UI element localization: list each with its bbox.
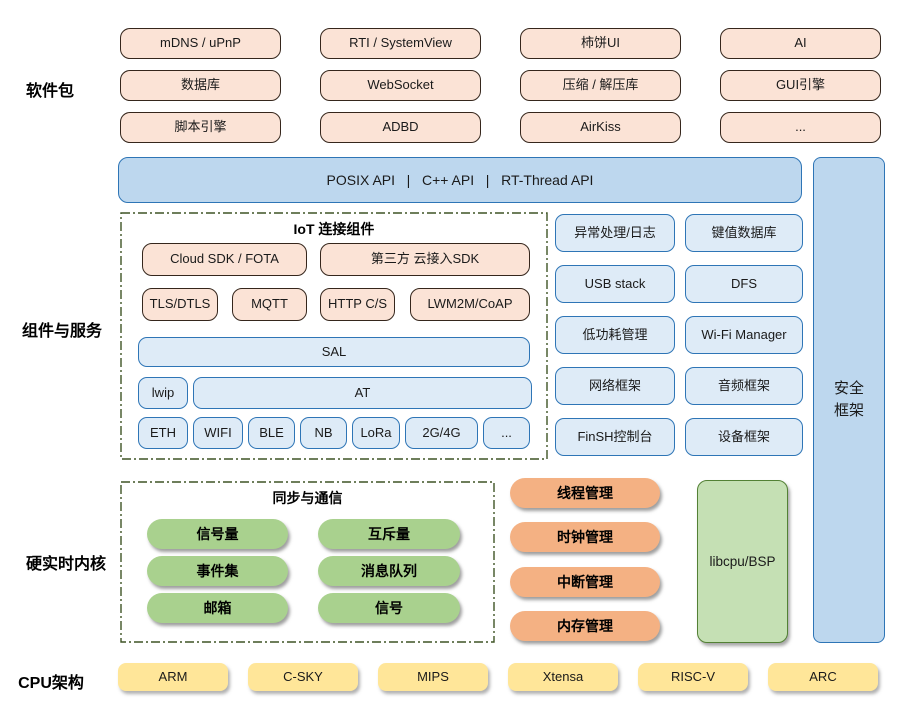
link-box: NB (300, 417, 347, 449)
link-box: ... (483, 417, 530, 449)
kernel-pill: 内存管理 (510, 610, 660, 641)
protocol-box: MQTT (232, 288, 307, 321)
security-bar-line1: 安全 (833, 379, 864, 397)
iot-components-box: IoT 连接组件 Cloud SDK / FOTA 第三方 云接入SDK TLS… (120, 212, 548, 460)
software-packages-grid: mDNS / uPnP RTI / SystemView 柿饼UI AI 数据库… (120, 28, 881, 143)
cpu-arch-box: ARC (768, 663, 878, 691)
service-box: 低功耗管理 (555, 316, 675, 354)
api-band: POSIX API | C++ API | RT-Thread API (118, 157, 802, 203)
cpu-arch-row: ARM C-SKY MIPS Xtensa RISC-V ARC (118, 663, 878, 691)
sal-box: SAL (138, 337, 530, 367)
service-box: 网络框架 (555, 367, 675, 405)
section-label-kernel: 硬实时内核 (25, 556, 106, 573)
sync-pill: 邮箱 (147, 593, 288, 623)
service-box: FinSH控制台 (555, 418, 675, 456)
security-framework-bar: 安全 框架 (813, 157, 885, 643)
package-box: 数据库 (120, 70, 281, 101)
service-box: 异常处理/日志 (555, 214, 675, 252)
sync-pill: 信号 (318, 593, 460, 623)
cpu-arch-box: C-SKY (248, 663, 358, 691)
sync-pill: 消息队列 (318, 556, 460, 586)
package-box: 压缩 / 解压库 (520, 70, 681, 101)
sync-pill: 互斥量 (318, 519, 460, 549)
package-box: 脚本引擎 (120, 112, 281, 143)
kernel-pill: 中断管理 (510, 566, 660, 597)
kernel-pill: 时钟管理 (510, 522, 660, 553)
sync-pill: 信号量 (147, 519, 288, 549)
package-box: RTI / SystemView (320, 28, 481, 59)
link-box: ETH (138, 417, 188, 449)
security-bar-line2: 框架 (833, 402, 864, 419)
package-box: AirKiss (520, 112, 681, 143)
at-box: AT (193, 377, 532, 409)
kernel-management-column: 线程管理 时钟管理 中断管理 内存管理 (510, 478, 660, 641)
section-label-components: 组件与服务 (21, 323, 102, 340)
service-box: Wi-Fi Manager (685, 316, 803, 354)
sync-pill: 事件集 (147, 556, 288, 586)
link-box: WIFI (193, 417, 243, 449)
package-box: AI (720, 28, 881, 59)
link-box: 2G/4G (405, 417, 478, 449)
service-box: 音频框架 (685, 367, 803, 405)
cpu-arch-box: ARM (118, 663, 228, 691)
cpu-arch-box: RISC-V (638, 663, 748, 691)
package-box: GUI引擎 (720, 70, 881, 101)
package-box: ADBD (320, 112, 481, 143)
package-box: WebSocket (320, 70, 481, 101)
third-party-sdk-box: 第三方 云接入SDK (320, 243, 530, 276)
sync-communication-box: 同步与通信 信号量 互斥量 事件集 消息队列 邮箱 信号 (120, 481, 495, 643)
sync-box-title: 同步与通信 (272, 490, 343, 506)
package-box: 柿饼UI (520, 28, 681, 59)
protocol-box: LWM2M/CoAP (410, 288, 530, 321)
link-box: BLE (248, 417, 295, 449)
section-label-cpu: CPU架构 (18, 675, 84, 692)
lwip-box: lwip (138, 377, 188, 409)
section-label-packages: 软件包 (25, 83, 74, 100)
service-box: 设备框架 (685, 418, 803, 456)
service-box: 键值数据库 (685, 214, 803, 252)
package-box: ... (720, 112, 881, 143)
cpu-arch-box: Xtensa (508, 663, 618, 691)
link-box: LoRa (352, 417, 400, 449)
service-box: DFS (685, 265, 803, 303)
libcpu-bsp-box: libcpu/BSP (697, 480, 788, 643)
protocol-box: HTTP C/S (320, 288, 395, 321)
cpu-arch-box: MIPS (378, 663, 488, 691)
services-grid: 异常处理/日志 键值数据库 USB stack DFS 低功耗管理 Wi-Fi … (555, 214, 803, 456)
package-box: mDNS / uPnP (120, 28, 281, 59)
protocol-box: TLS/DTLS (142, 288, 218, 321)
iot-box-title: IoT 连接组件 (293, 221, 375, 237)
service-box: USB stack (555, 265, 675, 303)
kernel-pill: 线程管理 (510, 478, 660, 508)
cloud-sdk-box: Cloud SDK / FOTA (142, 243, 307, 276)
